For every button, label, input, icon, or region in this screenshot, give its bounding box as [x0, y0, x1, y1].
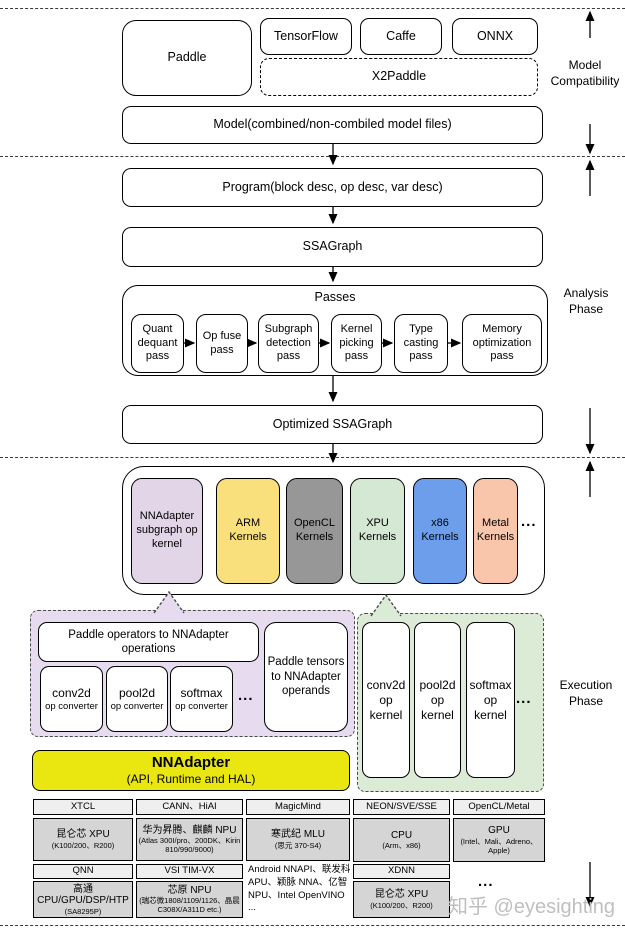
- kernel-metal: Metal Kernels: [473, 478, 518, 584]
- kernel-nnadapter-subgraph: NNAdapter subgraph op kernel: [131, 478, 203, 584]
- cell-kunlunxin-xpu: 昆仑芯 XPU(K100/200、R200): [33, 818, 133, 861]
- cell-huawei-npu: 华为昇腾、麒麟 NPU(Atlas 300I/pro、200DK、Kirin 8…: [136, 818, 243, 861]
- caffe-label: Caffe: [386, 28, 416, 43]
- tensorflow-label: TensorFlow: [274, 28, 338, 43]
- section-divider-top: [0, 8, 625, 9]
- tensors-operands-box: Paddle tensors to NNAdapter operands: [264, 622, 348, 732]
- kernel-x86: x86 Kernels: [413, 478, 467, 584]
- caffe-box: Caffe: [360, 18, 442, 55]
- onnx-box: ONNX: [452, 18, 538, 55]
- model-compatibility-label: Model Compatibility: [550, 58, 620, 88]
- kernel-arm: ARM Kernels: [216, 478, 280, 584]
- conv2d-kernel-box: conv2d op kernel: [362, 622, 410, 778]
- program-label: Program(block desc, op desc, var desc): [222, 179, 443, 194]
- section-divider-bottom: [0, 925, 625, 926]
- ssagraph-box: SSAGraph: [122, 227, 543, 267]
- device-kernels-ellipsis: ...: [516, 690, 532, 707]
- pass-op-fuse: Op fuse pass: [196, 314, 248, 373]
- nnadapter-subtitle: (API, Runtime and HAL): [126, 772, 256, 787]
- pass-type-casting: Type casting pass: [394, 314, 448, 373]
- watermark: 知乎 @eyesighting: [448, 896, 616, 918]
- pool2d-kernel-box: pool2d op kernel: [414, 622, 461, 778]
- hdr-magicmind: MagicMind: [246, 799, 350, 815]
- program-box: Program(block desc, op desc, var desc): [122, 168, 543, 207]
- pool2d-converter-box: pool2d op converter: [106, 666, 168, 732]
- cell-cambricon-mlu: 寒武纪 MLU(思元 370-S4): [246, 818, 350, 861]
- other-backends-note: Android NNAPI、联发科 APU、颖脉 NNA、亿智NPU、Intel…: [248, 864, 351, 914]
- paddle-box: Paddle: [122, 20, 252, 96]
- hdr-xdnn: XDNN: [353, 864, 450, 879]
- pass-memory-optimization: Memory optimization pass: [462, 314, 542, 373]
- section-divider-analysis-execution: [0, 457, 625, 458]
- converters-ellipsis: ...: [238, 687, 254, 704]
- optimized-ssagraph-box: Optimized SSAGraph: [122, 405, 543, 444]
- model-label: Model(combined/non-combiled model files): [213, 117, 452, 132]
- x2paddle-box: X2Paddle: [260, 58, 538, 96]
- optimized-ssagraph-label: Optimized SSAGraph: [272, 416, 393, 431]
- hdr-xtcl: XTCL: [33, 799, 133, 815]
- pass-kernel-picking: Kernel picking pass: [331, 314, 382, 373]
- cell-qualcomm: 高通 CPU/GPU/DSP/HTP (SA8295P): [33, 881, 133, 918]
- pass-quant-dequant: Quant dequant pass: [131, 314, 184, 373]
- conv2d-converter-box: conv2d op converter: [40, 666, 103, 732]
- pass-subgraph-detection: Subgraph detection pass: [258, 314, 319, 373]
- softmax-converter-box: softmax op converter: [170, 666, 233, 732]
- hdr-qnn: QNN: [33, 864, 133, 879]
- right-group-ellipsis: ...: [478, 873, 494, 890]
- passes-title: Passes: [314, 290, 356, 304]
- softmax-kernel-box: softmax op kernel: [466, 622, 515, 778]
- analysis-phase-label: Analysis Phase: [563, 286, 609, 316]
- hdr-vsi-timvx: VSI TIM-VX: [136, 864, 243, 879]
- cell-kunlunxin-xpu-2: 昆仑芯 XPU(K100/200、R200): [353, 881, 450, 918]
- nnadapter-bar: NNAdapter (API, Runtime and HAL): [32, 750, 350, 791]
- onnx-label: ONNX: [476, 28, 514, 43]
- cell-gpu: GPU(Intel、Mali、Adreno、Apple): [453, 818, 545, 862]
- ssagraph-label: SSAGraph: [302, 239, 363, 254]
- kernels-ellipsis: ...: [521, 513, 537, 530]
- kernel-opencl: OpenCL Kernels: [286, 478, 343, 584]
- paddle-label: Paddle: [167, 50, 207, 65]
- tensorflow-box: TensorFlow: [260, 18, 352, 55]
- hdr-opencl-metal: OpenCL/Metal: [453, 799, 545, 815]
- x2paddle-label: X2Paddle: [371, 69, 427, 84]
- cell-cpu: CPU(Arm、x86): [353, 818, 450, 862]
- nnadapter-title: NNAdapter: [151, 753, 231, 771]
- cell-verisilicon-npu: 芯原 NPU (瑞芯微1808/1109/1126、晶晨C308X/A311D …: [136, 881, 243, 918]
- model-box: Model(combined/non-combiled model files): [122, 106, 543, 144]
- kernel-xpu: XPU Kernels: [350, 478, 405, 584]
- hdr-cann-hiai: CANN、HiAI: [136, 799, 243, 815]
- section-divider-model-analysis: [0, 156, 625, 157]
- hdr-neon-sve-sse: NEON/SVE/SSE: [353, 799, 450, 815]
- ops-converter-box: Paddle operators to NNAdapter operations: [38, 622, 259, 662]
- execution-phase-label: Execution Phase: [559, 678, 613, 708]
